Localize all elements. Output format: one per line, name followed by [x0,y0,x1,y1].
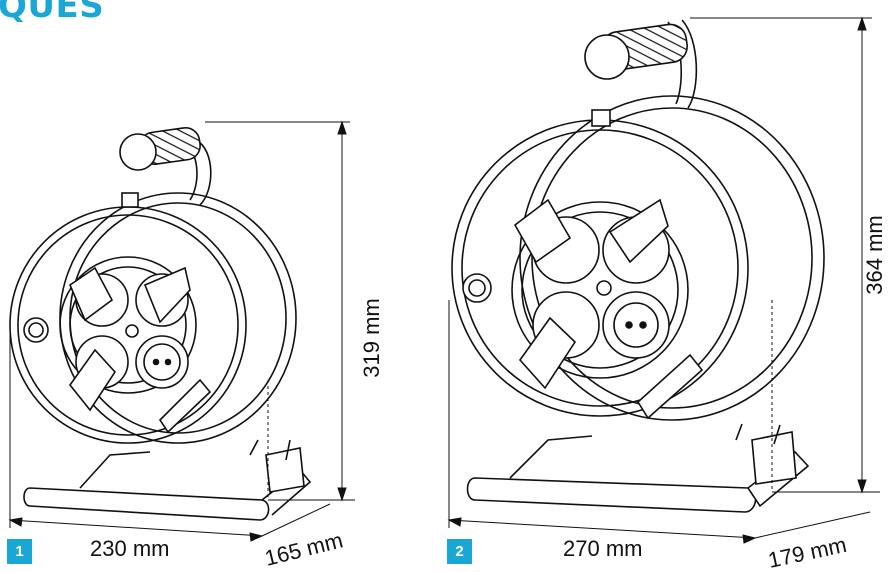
reel-2-height-label: 364 mm [862,215,887,294]
reel-1-height-label: 319 mm [359,298,384,377]
section-title: QUES [0,0,105,26]
reel-2-badge: 2 [447,539,472,564]
reel-2-drawing [451,19,825,513]
reel-1-depth-label: 165 mm [262,527,345,570]
reel-1-drawing [9,126,312,521]
reel-1-dimension-lines [8,120,355,542]
reel-2-depth-label: 179 mm [766,532,849,572]
reel-2-width-label: 270 mm [563,536,642,561]
reel-2-dimension-lines [447,16,880,544]
reel-1-badge: 1 [7,539,32,564]
reel-1-width-label: 230 mm [90,536,169,561]
